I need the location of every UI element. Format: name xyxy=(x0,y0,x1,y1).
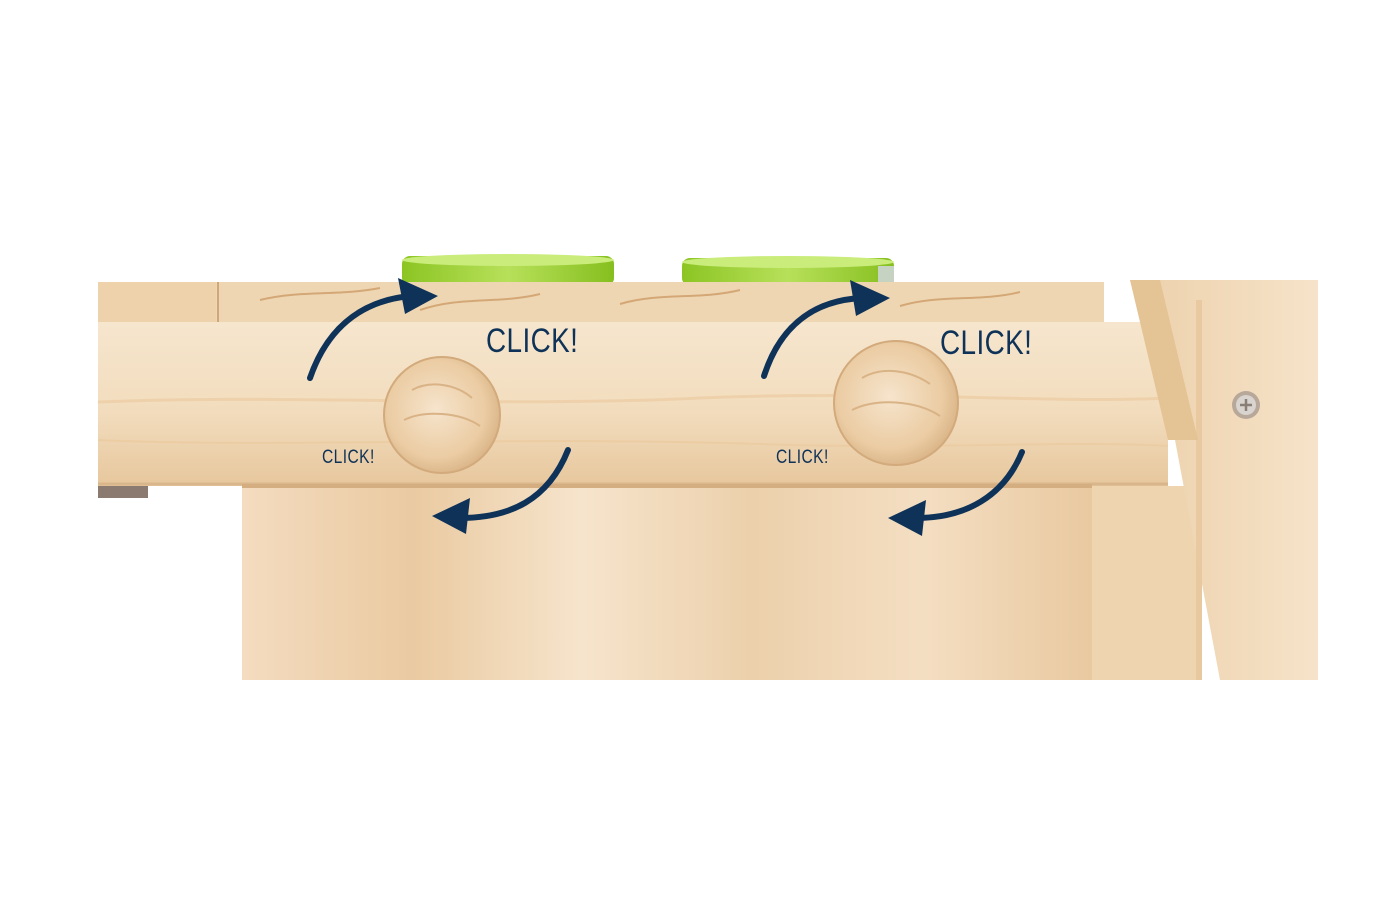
curved-arrow-clockwise-icon xyxy=(307,278,438,381)
click-label-right-large: CLICK! xyxy=(940,324,1033,362)
click-label-left-large: CLICK! xyxy=(486,322,579,360)
countertop-board xyxy=(98,282,1104,324)
cabinet-door xyxy=(242,484,1092,680)
right-pot xyxy=(682,256,894,286)
right-knob[interactable] xyxy=(833,340,959,466)
front-rail xyxy=(97,322,1169,486)
click-label-right-small: CLICK! xyxy=(776,447,829,468)
screw-icon xyxy=(1232,391,1260,419)
curved-arrow-return-icon xyxy=(432,447,571,534)
left-knob[interactable] xyxy=(383,356,501,474)
curved-arrow-clockwise-icon xyxy=(761,280,890,379)
left-pot xyxy=(402,254,614,286)
side-frame xyxy=(1092,280,1318,680)
click-label-left-small: CLICK! xyxy=(322,447,375,468)
curved-arrow-return-icon xyxy=(888,449,1025,536)
